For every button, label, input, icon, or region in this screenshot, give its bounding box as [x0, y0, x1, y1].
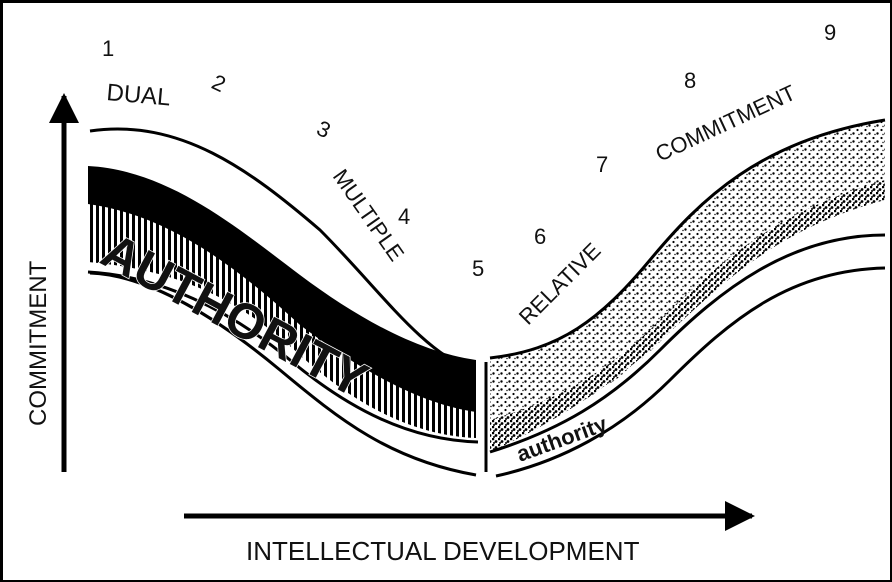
- left-upper-curve: [89, 127, 473, 372]
- right-bottom-curve: [495, 266, 886, 478]
- x-axis-label: INTELLECTUAL DEVELOPMENT: [246, 536, 640, 566]
- left-mid-curve: [87, 270, 479, 444]
- left-hatch-band: [88, 204, 476, 438]
- stage-number-2: 2: [208, 69, 230, 97]
- stage-number-1: 1: [102, 36, 114, 61]
- stage-number-7: 7: [596, 152, 608, 177]
- right-upper-curve: [489, 118, 886, 360]
- stage-label-relative: RELATIVE: [514, 238, 606, 330]
- stage-number-3: 3: [313, 115, 335, 143]
- stage-number-8: 8: [684, 68, 696, 93]
- y-axis-label: COMMITMENT: [25, 260, 52, 426]
- stage-number-4: 4: [398, 204, 410, 229]
- left-lower-curve: [89, 271, 477, 477]
- right-lower-curve: [489, 233, 886, 454]
- stage-number-6: 6: [534, 224, 546, 249]
- stage-number-9: 9: [824, 20, 836, 45]
- stage-label-dual: DUAL: [105, 79, 171, 111]
- stage-number-5: 5: [472, 256, 484, 281]
- right-dense-band: [490, 180, 885, 452]
- left-black-band: [88, 166, 476, 412]
- right-stipple-band: [490, 120, 885, 440]
